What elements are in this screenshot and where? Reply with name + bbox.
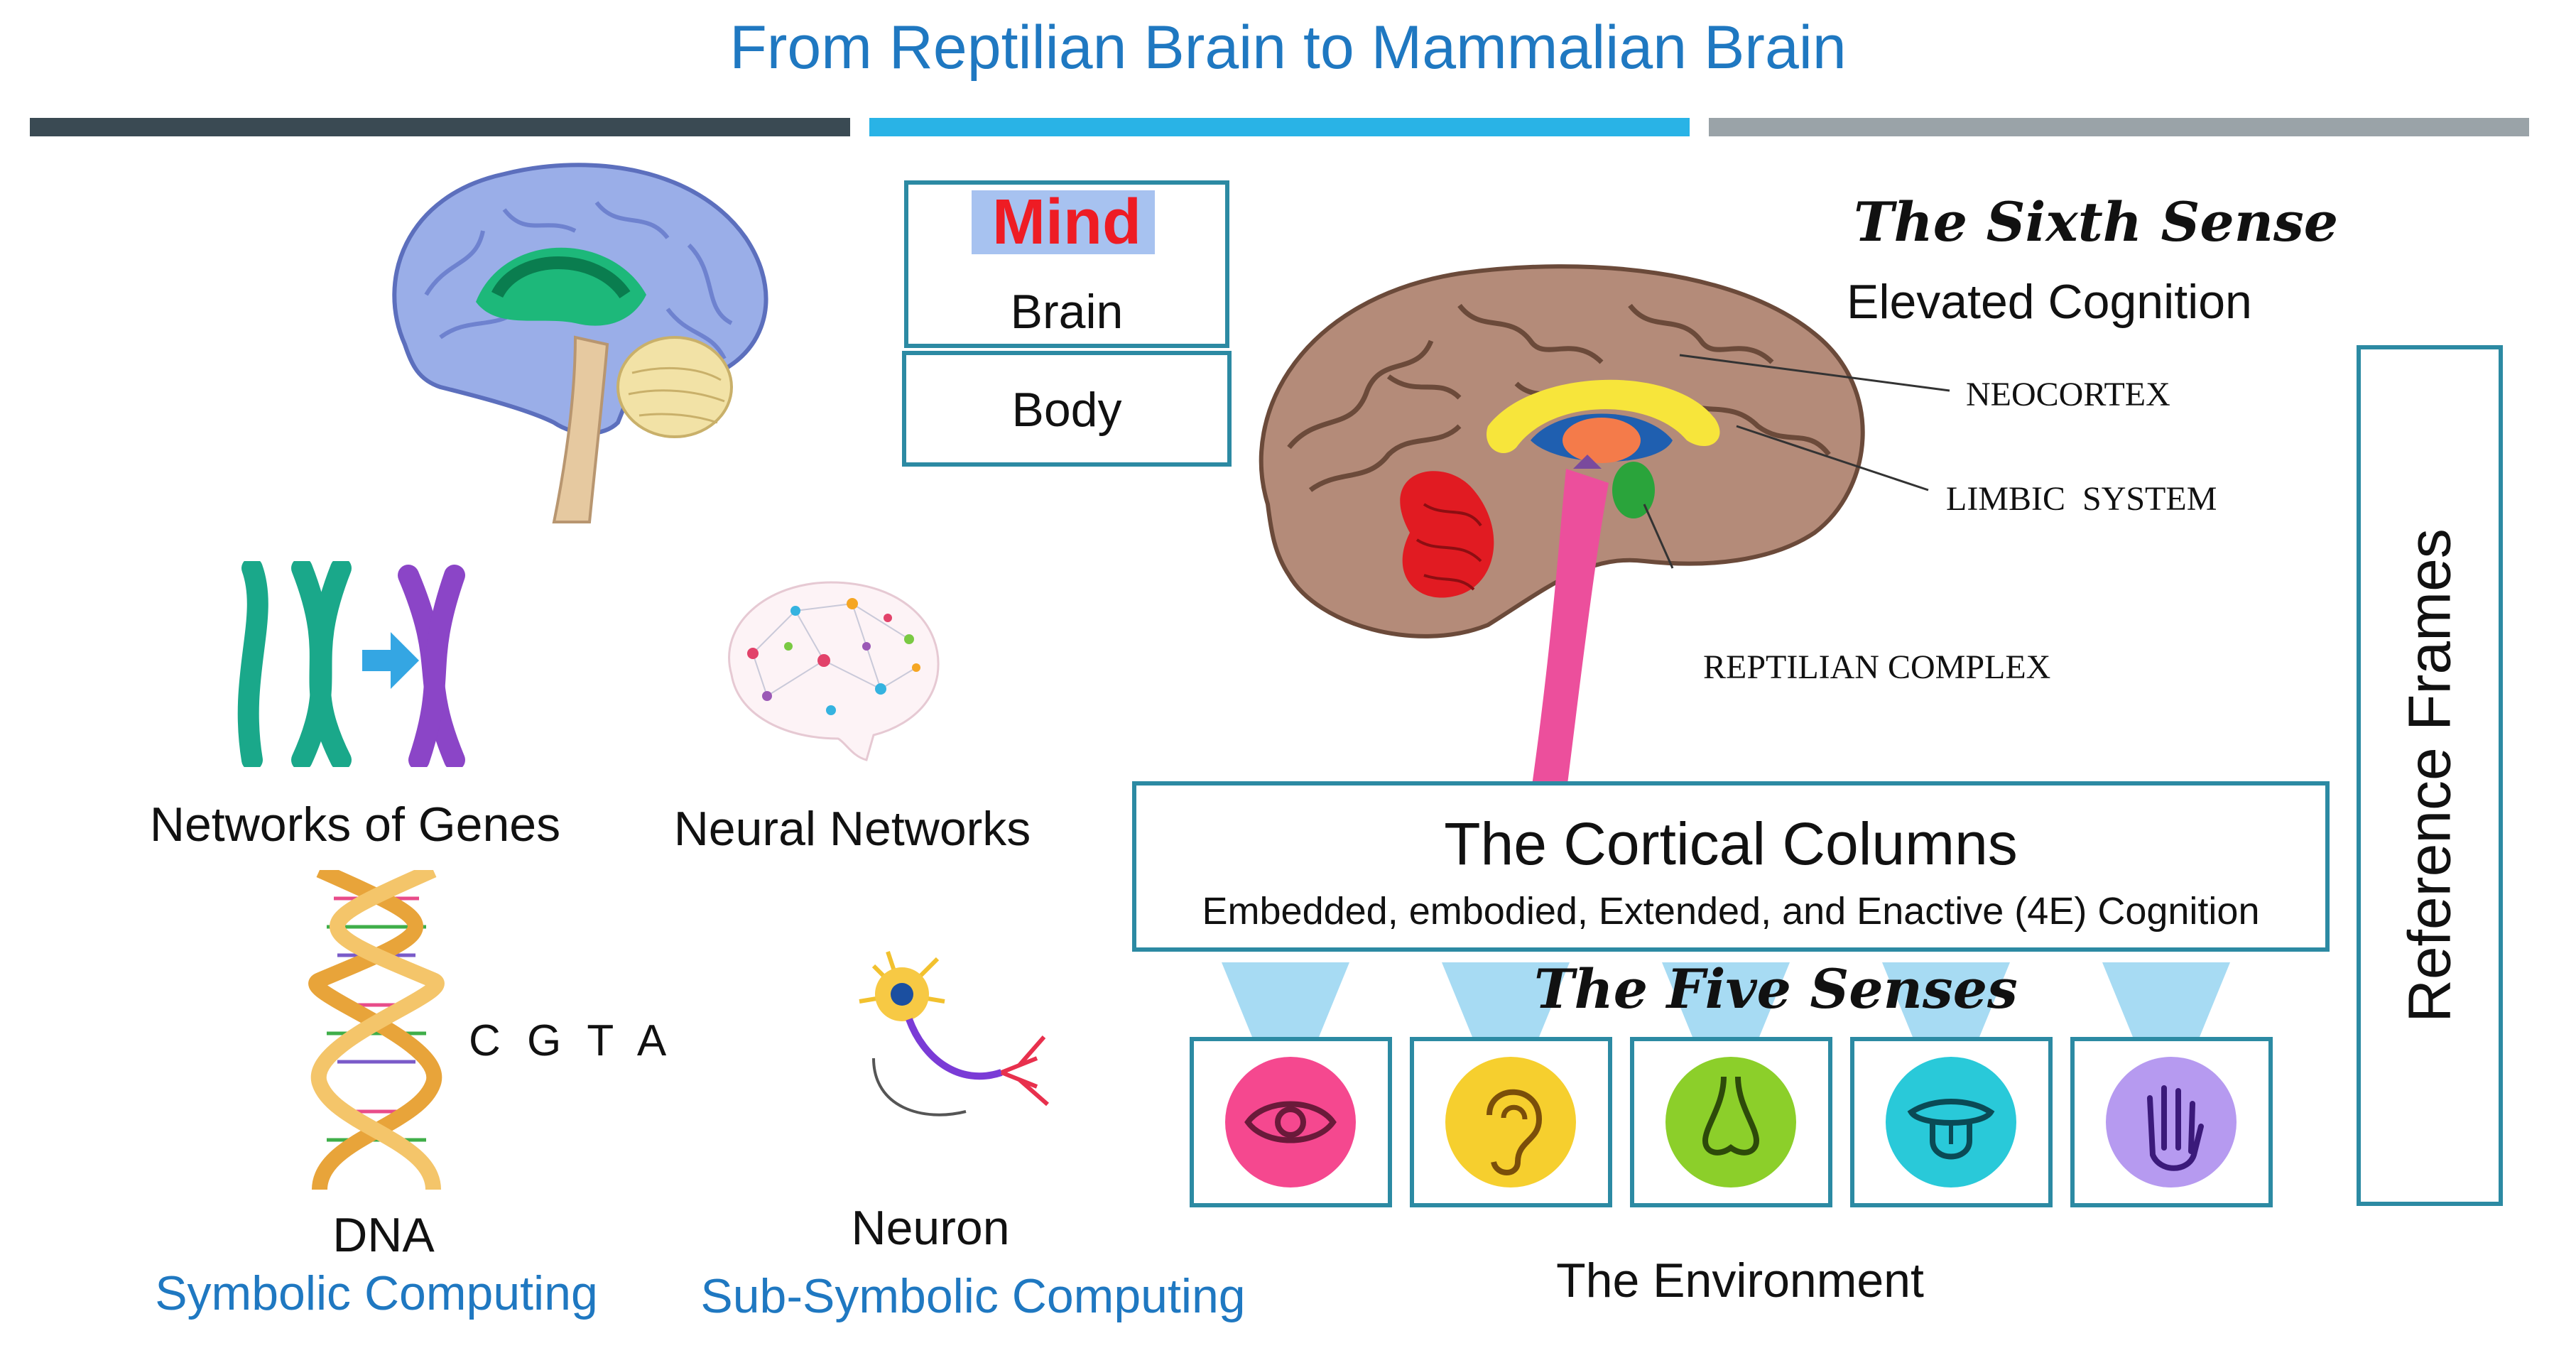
reptilian-complex-label: REPTILIAN COMPLEX — [1703, 648, 2051, 686]
five-senses-label: The Five Senses — [1534, 957, 2018, 1021]
limbic-system-label: LIMBIC SYSTEM — [1946, 480, 2217, 518]
nose-icon — [1665, 1057, 1796, 1187]
neural-network-icon — [728, 581, 940, 761]
funnel-4 — [1882, 962, 2010, 1040]
brain-label: Brain — [1010, 285, 1124, 339]
body-box — [902, 351, 1232, 467]
mind-highlight — [972, 190, 1155, 254]
dna-label: DNA — [332, 1208, 435, 1262]
networks-of-genes-label: Networks of Genes — [149, 798, 561, 852]
neural-networks-label: Neural Networks — [673, 802, 1031, 856]
funnel-5 — [2102, 962, 2230, 1040]
funnel-3 — [1662, 962, 1790, 1040]
brain-sagittal-image — [392, 163, 768, 523]
eye-icon — [1225, 1057, 1356, 1187]
elevated-cognition-label: Elevated Cognition — [1847, 275, 2252, 329]
symbolic-computing-label: Symbolic Computing — [155, 1266, 598, 1320]
sense-funnels — [1222, 962, 2230, 1040]
header-bar-dark — [30, 118, 850, 136]
ear-icon — [1445, 1057, 1576, 1187]
reference-frames-box — [2357, 345, 2503, 1206]
environment-label: The Environment — [1556, 1254, 1924, 1308]
sense-box-touch — [2070, 1037, 2273, 1207]
body-label: Body — [1011, 383, 1122, 437]
sixth-sense-label: The Sixth Sense — [1854, 190, 2339, 254]
chromosome-icon — [237, 561, 465, 767]
mind-label: Mind — [992, 187, 1141, 258]
sense-box-smell — [1630, 1037, 1832, 1207]
hand-icon — [2106, 1057, 2237, 1187]
triune-brain-image — [1259, 264, 1950, 795]
mouth-icon — [1886, 1057, 2016, 1187]
cortical-columns-box — [1132, 781, 2330, 952]
sub-symbolic-computing-label: Sub-Symbolic Computing — [700, 1269, 1246, 1323]
neocortex-label: NEOCORTEX — [1966, 376, 2170, 413]
neuron-label: Neuron — [851, 1201, 1010, 1255]
page-title: From Reptilian Brain to Mammalian Brain — [729, 13, 1847, 82]
cortical-columns-title: The Cortical Columns — [1444, 810, 2018, 877]
sense-box-sight — [1190, 1037, 1392, 1207]
funnel-2 — [1442, 962, 1570, 1040]
sense-box-hearing — [1410, 1037, 1612, 1207]
sense-box-taste — [1850, 1037, 2053, 1207]
reference-frames-label: Reference Frames — [2396, 528, 2463, 1023]
header-bar-blue — [869, 118, 1690, 136]
dna-helix-icon — [308, 870, 445, 1190]
funnel-1 — [1222, 962, 1349, 1040]
header-bar-grey — [1709, 118, 2529, 136]
neuron-icon — [859, 951, 1049, 1116]
dna-letters: C G T A — [469, 1016, 674, 1065]
cortical-columns-subtitle: Embedded, embodied, Extended, and Enacti… — [1202, 890, 2260, 933]
